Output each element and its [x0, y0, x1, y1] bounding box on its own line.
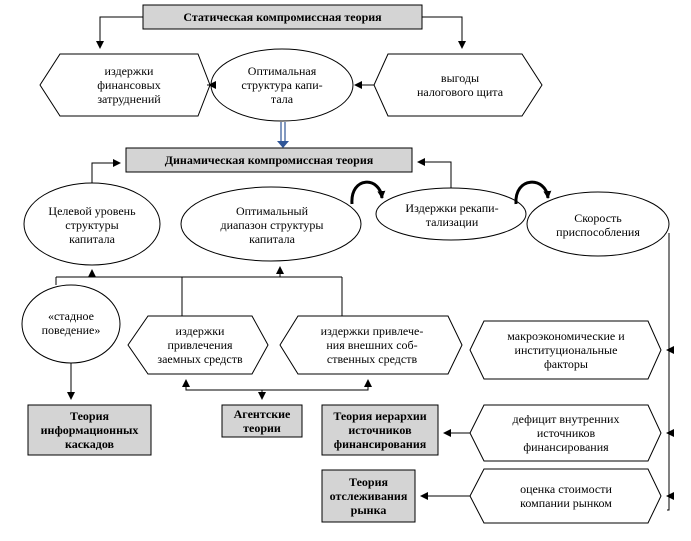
dynamic-tradeoff-header: Динамическая компромиссная теория [164, 153, 374, 167]
herd-behavior-node: «стадное поведение» [41, 309, 101, 337]
market-timing-theory: Теория отслеживания рынка [329, 475, 408, 517]
recapitalization-costs-node: Издержки рекапи- тализации [405, 201, 499, 229]
debt-costs-node: издержки привлечения заемных средств [157, 324, 243, 366]
info-cascades-theory: Теория информационных каскадов [40, 409, 139, 451]
adjustment-speed-node: Скорость приспособления [556, 211, 640, 239]
tax-shield-node: выгоды налогового щита [416, 71, 504, 99]
optimal-range-node: Оптимальный диапазон структуры капитала [220, 204, 324, 246]
financial-distress-node: издержки финансовых затруднений [97, 64, 161, 106]
target-level-node: Целевой уровень структуры капитала [48, 204, 136, 246]
macro-factors-node: макроэкономические и институциональные ф… [507, 329, 625, 371]
internal-deficit-node: дефицит внутренних источников финансиров… [512, 412, 620, 454]
optimal-structure-node: Оптимальная структура капи- тала [241, 64, 323, 106]
static-tradeoff-header: Статическая компромиссная теория [183, 10, 382, 24]
market-valuation-node: оценка стоимости компании рынком [520, 482, 612, 510]
agency-theories: Агентские теории [233, 407, 291, 435]
pecking-order-theory: Теория иерархии источников финансировани… [333, 409, 427, 451]
equity-costs-node: издержки привлече- ния внешних соб- стве… [320, 324, 424, 366]
